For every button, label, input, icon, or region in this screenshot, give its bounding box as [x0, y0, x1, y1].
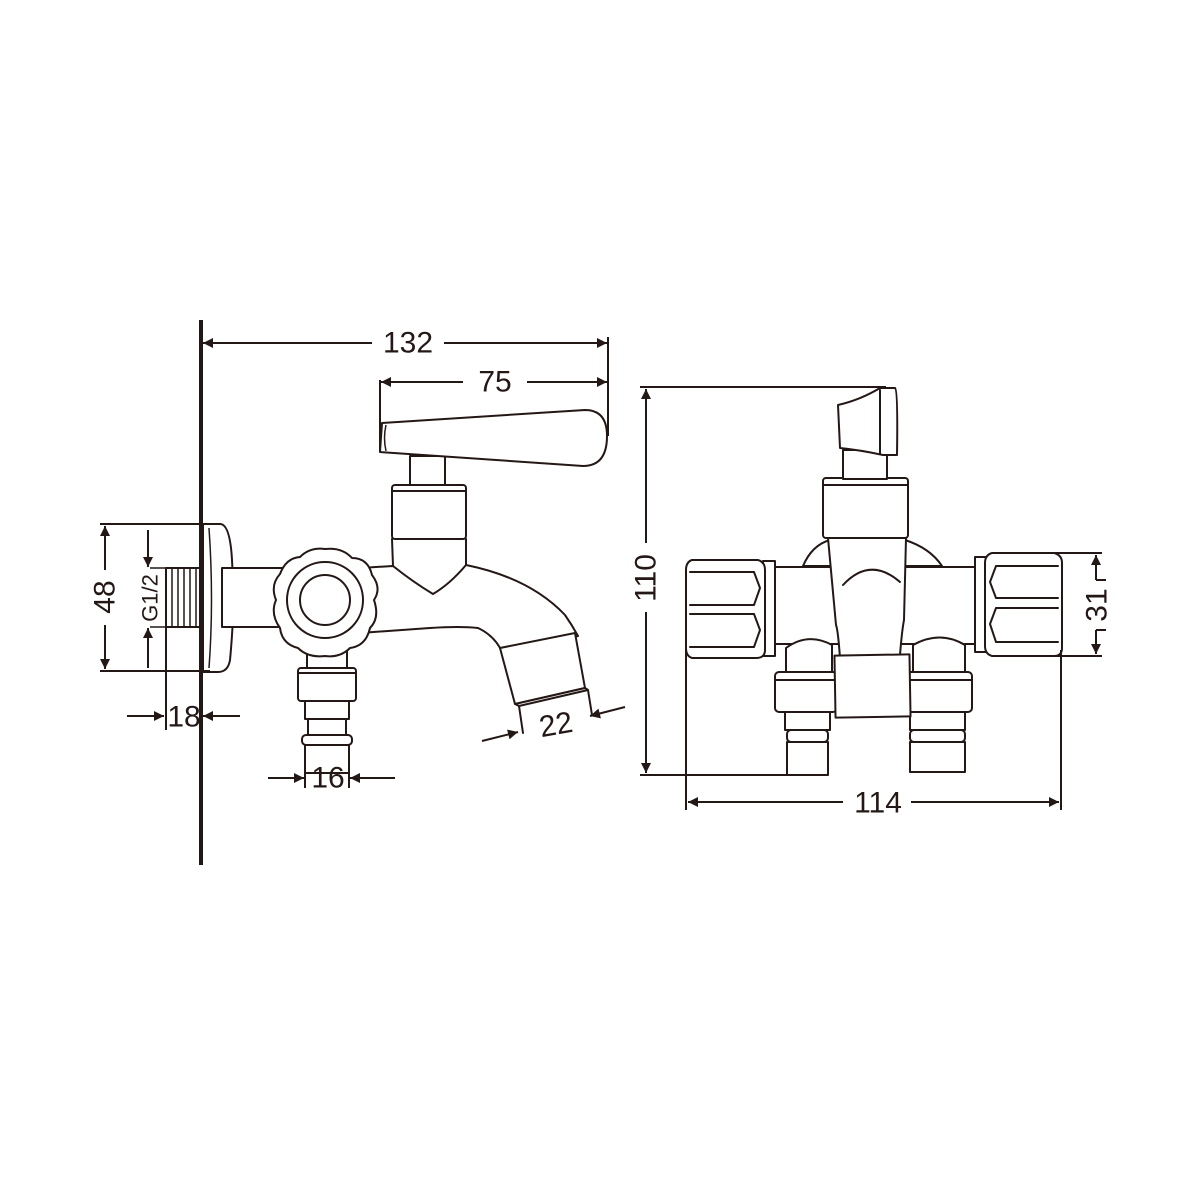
dimension-22: 22 — [481, 706, 626, 744]
dimension-18: 18 — [127, 627, 240, 734]
dim-label-16: 16 — [311, 762, 344, 795]
dimension-48: 48 — [89, 523, 212, 672]
dim-label-18: 18 — [167, 701, 200, 734]
dimension-75: 75 — [379, 366, 607, 452]
spout-body — [359, 564, 579, 653]
front-view: 110 114 31 — [630, 386, 1114, 820]
dimension-114: 114 — [685, 590, 1062, 820]
dim-label-22: 22 — [537, 706, 576, 744]
threaded-inlet — [165, 567, 201, 628]
bonnet — [391, 484, 467, 540]
handle-stem — [409, 455, 446, 487]
dim-label-75: 75 — [478, 366, 511, 399]
front-outlet-right — [906, 636, 973, 773]
dim-label-48: 48 — [89, 580, 122, 613]
valve-body — [827, 537, 907, 659]
dim-label-thread: G1/2 — [138, 574, 163, 622]
body-sleeve — [833, 653, 912, 719]
dim-label-110: 110 — [630, 554, 663, 602]
dim-label-31: 31 — [1081, 588, 1114, 621]
dimension-16: 16 — [268, 762, 395, 795]
diverter-knob — [272, 547, 379, 658]
dimension-110: 110 — [630, 386, 886, 776]
front-bonnet — [822, 477, 909, 539]
front-lever-handle — [837, 387, 899, 456]
front-outlet-left — [774, 638, 838, 776]
dimension-thread: G1/2 — [138, 530, 168, 668]
front-nut-left — [685, 559, 776, 659]
dim-label-114: 114 — [854, 787, 902, 820]
side-view: 132 75 48 G1/2 18 — [89, 320, 626, 865]
dimension-31: 31 — [1050, 552, 1114, 657]
dimension-132: 132 — [203, 327, 609, 436]
front-nut-right — [974, 552, 1063, 657]
dim-label-132: 132 — [383, 327, 433, 360]
lever-handle — [379, 409, 608, 467]
